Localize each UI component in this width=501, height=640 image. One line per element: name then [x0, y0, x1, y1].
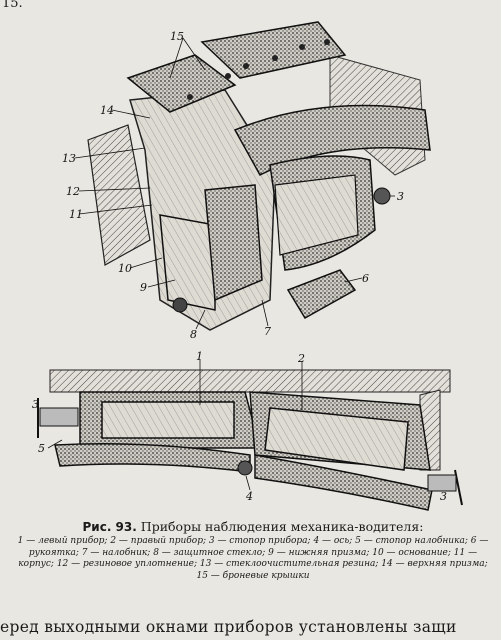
figure-title: Приборы наблюдения механика-водителя: — [140, 519, 424, 534]
figure-lower-section: 1 2 3 3 5 4 5 — [32, 350, 463, 511]
legend-item: 15 — броневые крышки — [196, 570, 310, 581]
callout-4: 4 — [245, 490, 253, 503]
legend-item: 5 — стопор налобника; — [355, 536, 468, 546]
callout-10: 10 — [118, 262, 132, 275]
legend-item: 10 — основание; — [372, 547, 451, 558]
legend-item: 6 — рукоятка; — [28, 536, 489, 558]
callout-3-left: 3 — [32, 398, 39, 411]
legend-item: 4 — ось; — [313, 536, 353, 546]
legend-item: 14 — верхняя призма; — [381, 559, 488, 569]
caption-title-line: Рис. 93. Приборы наблюдения механика-вод… — [16, 519, 490, 535]
callout-13: 13 — [62, 152, 76, 165]
legend-item: 3 — стопор прибора; — [208, 536, 311, 546]
callout-11: 11 — [69, 208, 83, 221]
callout-14: 14 — [100, 104, 114, 117]
body-text-line: еред выходными окнами приборов установле… — [0, 618, 457, 636]
callout-9: 9 — [140, 281, 147, 294]
callout-3-top: 3 — [397, 190, 404, 203]
legend-item: 12 — резиновое уплотнение; — [56, 559, 198, 569]
callout-5: 5 — [38, 442, 45, 455]
legend-item: 8 — защитное стекло; — [153, 547, 266, 558]
callout-1: 1 — [196, 350, 203, 363]
callout-12: 12 — [66, 185, 80, 198]
callout-7: 7 — [264, 325, 271, 338]
figure-number: Рис. 93. — [82, 520, 137, 534]
caption-legend: 1 — левый прибор; 2 — правый прибор; 3 —… — [18, 536, 489, 581]
legend-item: 11 — корпус; — [18, 547, 478, 570]
legend-item: 7 — налобник; — [81, 547, 151, 558]
callout-8: 8 — [190, 328, 197, 341]
figure-caption: Рис. 93. Приборы наблюдения механика-вод… — [16, 519, 490, 582]
callout-2: 2 — [297, 352, 305, 365]
callout-3-right: 3 — [440, 490, 447, 503]
legend-item: 1 — левый прибор; — [17, 536, 108, 546]
legend-item: 9 — нижняя призма; — [268, 547, 370, 558]
page-number-fragment: 15. — [2, 0, 23, 11]
legend-item: 13 — стеклоочистительная резина; — [199, 559, 379, 569]
legend-item: 2 — правый прибор; — [110, 536, 206, 546]
figure-upper-periscope: 15 14 13 12 11 10 9 8 7 6 3 — [62, 21, 431, 341]
callout-6: 6 — [362, 272, 369, 285]
callout-15: 15 — [170, 30, 184, 43]
